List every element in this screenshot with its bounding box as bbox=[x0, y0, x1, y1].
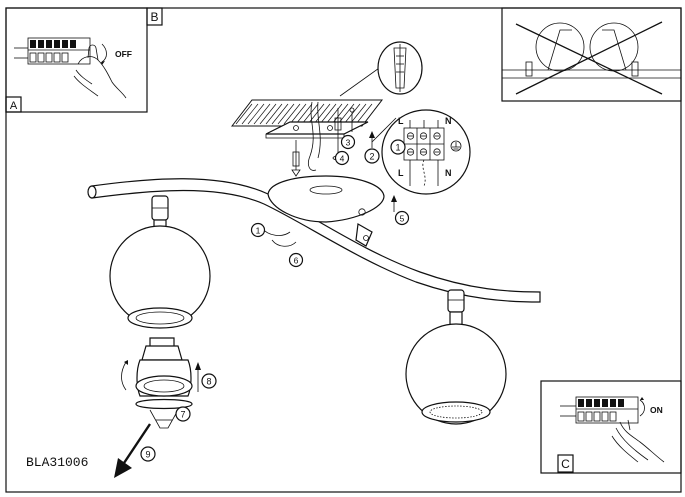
svg-text:6: 6 bbox=[294, 256, 299, 266]
step-circle: 1 bbox=[390, 139, 406, 155]
step-circle: 7 bbox=[175, 406, 191, 422]
step-circle: 5 bbox=[394, 210, 410, 226]
panel-letter-a: A bbox=[10, 100, 18, 112]
wall-plug-icon bbox=[393, 44, 407, 92]
remove-arrow-icon bbox=[121, 423, 151, 467]
lamp-canopy bbox=[267, 175, 385, 223]
cross-out-icon bbox=[515, 21, 663, 95]
hand-icon-on bbox=[611, 419, 665, 463]
panel-wrong-mounting bbox=[501, 7, 682, 102]
model-code: BLA31006 bbox=[26, 455, 88, 470]
hand-icon bbox=[73, 44, 127, 99]
on-arrow-icon bbox=[639, 399, 645, 417]
step-circle: 8 bbox=[201, 373, 217, 389]
svg-text:7: 7 bbox=[180, 410, 185, 420]
panel-switch-on: C ON bbox=[540, 380, 682, 474]
panel-letter-b: B bbox=[150, 10, 158, 24]
panel-switch-off: B A OFF bbox=[5, 7, 163, 113]
svg-text:3: 3 bbox=[346, 138, 351, 148]
step-circle: 3 bbox=[340, 134, 356, 150]
spotlight-left bbox=[109, 195, 211, 329]
svg-text:9: 9 bbox=[145, 450, 150, 460]
terminal-label-live-bottom: L bbox=[398, 168, 404, 178]
fuse-box-icon-on bbox=[560, 396, 639, 424]
fuse-box-icon bbox=[14, 37, 91, 65]
terminal-block-callout: L N L N bbox=[371, 109, 471, 195]
screw-icon bbox=[291, 107, 355, 177]
ceiling-mount bbox=[230, 41, 423, 177]
switch-off-label: OFF bbox=[115, 49, 132, 59]
step-circle: 6 bbox=[288, 252, 304, 268]
step-markers: 1 2 3 4 5 1 6 7 bbox=[140, 134, 410, 462]
panel-label-box-b bbox=[146, 7, 163, 26]
off-arrow-icon bbox=[101, 43, 107, 63]
panel-letter-c: C bbox=[561, 457, 570, 471]
lamp-fixture bbox=[87, 175, 541, 425]
svg-text:1: 1 bbox=[256, 226, 261, 236]
svg-text:2: 2 bbox=[369, 152, 374, 162]
panel-label-box-a bbox=[5, 96, 22, 113]
step-circle: 2 bbox=[364, 148, 380, 164]
retaining-ring-icon bbox=[135, 398, 193, 410]
switch-on-label: ON bbox=[650, 405, 663, 415]
terminal-label-neutral-top: N bbox=[445, 116, 452, 126]
step-circle: 4 bbox=[334, 150, 350, 166]
svg-text:5: 5 bbox=[400, 214, 405, 224]
page-frame bbox=[5, 7, 682, 493]
svg-text:1: 1 bbox=[395, 143, 400, 153]
panel-label-box-c bbox=[557, 454, 574, 473]
ground-icon bbox=[450, 140, 462, 152]
spotlight-right bbox=[405, 289, 507, 425]
svg-text:4: 4 bbox=[340, 154, 345, 164]
bulb-replacement bbox=[114, 337, 201, 478]
terminal-label-live-top: L bbox=[398, 116, 404, 126]
terminal-label-neutral-bottom: N bbox=[445, 168, 452, 178]
svg-text:8: 8 bbox=[206, 377, 211, 387]
step-circle: 9 bbox=[140, 446, 156, 462]
step-circle: 1 bbox=[250, 222, 266, 238]
